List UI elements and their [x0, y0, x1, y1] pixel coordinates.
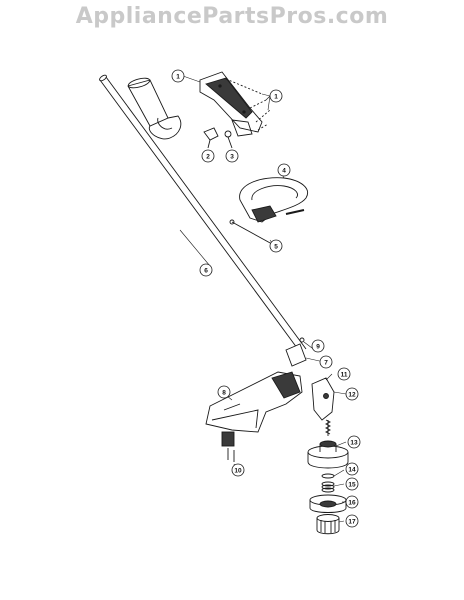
- callout-circle: [199, 263, 213, 277]
- washer-part: [321, 473, 335, 479]
- trigger-parts: [203, 127, 233, 149]
- callout-2: 2: [201, 149, 215, 163]
- callout-number: 8: [222, 389, 226, 396]
- callout-1a: 1: [171, 69, 185, 83]
- site-watermark: AppliancePartsPros.com: [75, 4, 389, 29]
- callout-circle: [231, 463, 245, 477]
- callout-circle: [269, 89, 283, 103]
- callout-17: 17: [345, 514, 359, 528]
- gear-head-part: [311, 377, 335, 436]
- callout-15: 15: [345, 477, 359, 491]
- callout-circle: [345, 495, 359, 509]
- callout-circle: [345, 462, 359, 476]
- screws-part: [227, 448, 235, 462]
- callout-number: 9: [316, 343, 320, 350]
- callout-number: 6: [204, 267, 208, 274]
- callout-1b: 1: [269, 89, 283, 103]
- callout-7: 7: [319, 355, 333, 369]
- shaft-part: [99, 74, 307, 353]
- callout-number: 14: [348, 466, 356, 473]
- callout-4: 4: [277, 163, 291, 177]
- assist-handle-part: [229, 177, 308, 245]
- callout-12: 12: [345, 387, 359, 401]
- guard-part: [205, 371, 303, 447]
- spring-part: [321, 481, 335, 493]
- callout-number: 13: [350, 439, 358, 446]
- spool-housing-part: [307, 440, 349, 469]
- callout-8: 8: [217, 385, 231, 399]
- callout-circle: [217, 385, 231, 399]
- callout-number: 1: [176, 73, 180, 80]
- callout-14: 14: [345, 462, 359, 476]
- callout-3: 3: [225, 149, 239, 163]
- callout-number: 11: [341, 371, 348, 378]
- callout-circle: [337, 367, 351, 381]
- callout-circle: [345, 477, 359, 491]
- callout-10: 10: [231, 463, 245, 477]
- bump-knob-part: [316, 514, 340, 535]
- callout-16: 16: [345, 495, 359, 509]
- callout-number: 4: [282, 167, 286, 174]
- callout-5: 5: [269, 239, 283, 253]
- callout-number: 15: [348, 481, 356, 488]
- callout-number: 16: [348, 499, 356, 506]
- callout-number: 7: [324, 359, 328, 366]
- callout-number: 10: [234, 467, 242, 474]
- callout-number: 12: [348, 391, 356, 398]
- callout-circle: [345, 387, 359, 401]
- callout-circle: [345, 514, 359, 528]
- rear-grip-part: [127, 77, 182, 140]
- callout-6: 6: [199, 263, 213, 277]
- callout-circle: [319, 355, 333, 369]
- coupler-part: [285, 337, 307, 367]
- callout-circle: [269, 239, 283, 253]
- callout-number: 2: [206, 153, 210, 160]
- callout-number: 3: [230, 153, 234, 160]
- callout-circle: [347, 435, 361, 449]
- callout-9: 9: [311, 339, 325, 353]
- callout-number: 17: [348, 518, 356, 525]
- callout-circle: [201, 149, 215, 163]
- callout-circle: [277, 163, 291, 177]
- parts-drawing: [99, 71, 349, 535]
- callout-13: 13: [347, 435, 361, 449]
- callout-number: 5: [274, 243, 278, 250]
- callout-circle: [225, 149, 239, 163]
- spool-part: [309, 494, 347, 513]
- callout-number: 1: [274, 93, 278, 100]
- upper-handle-housing: [199, 71, 271, 137]
- callout-11: 11: [337, 367, 351, 381]
- callout-circle: [311, 339, 325, 353]
- callout-circle: [171, 69, 185, 83]
